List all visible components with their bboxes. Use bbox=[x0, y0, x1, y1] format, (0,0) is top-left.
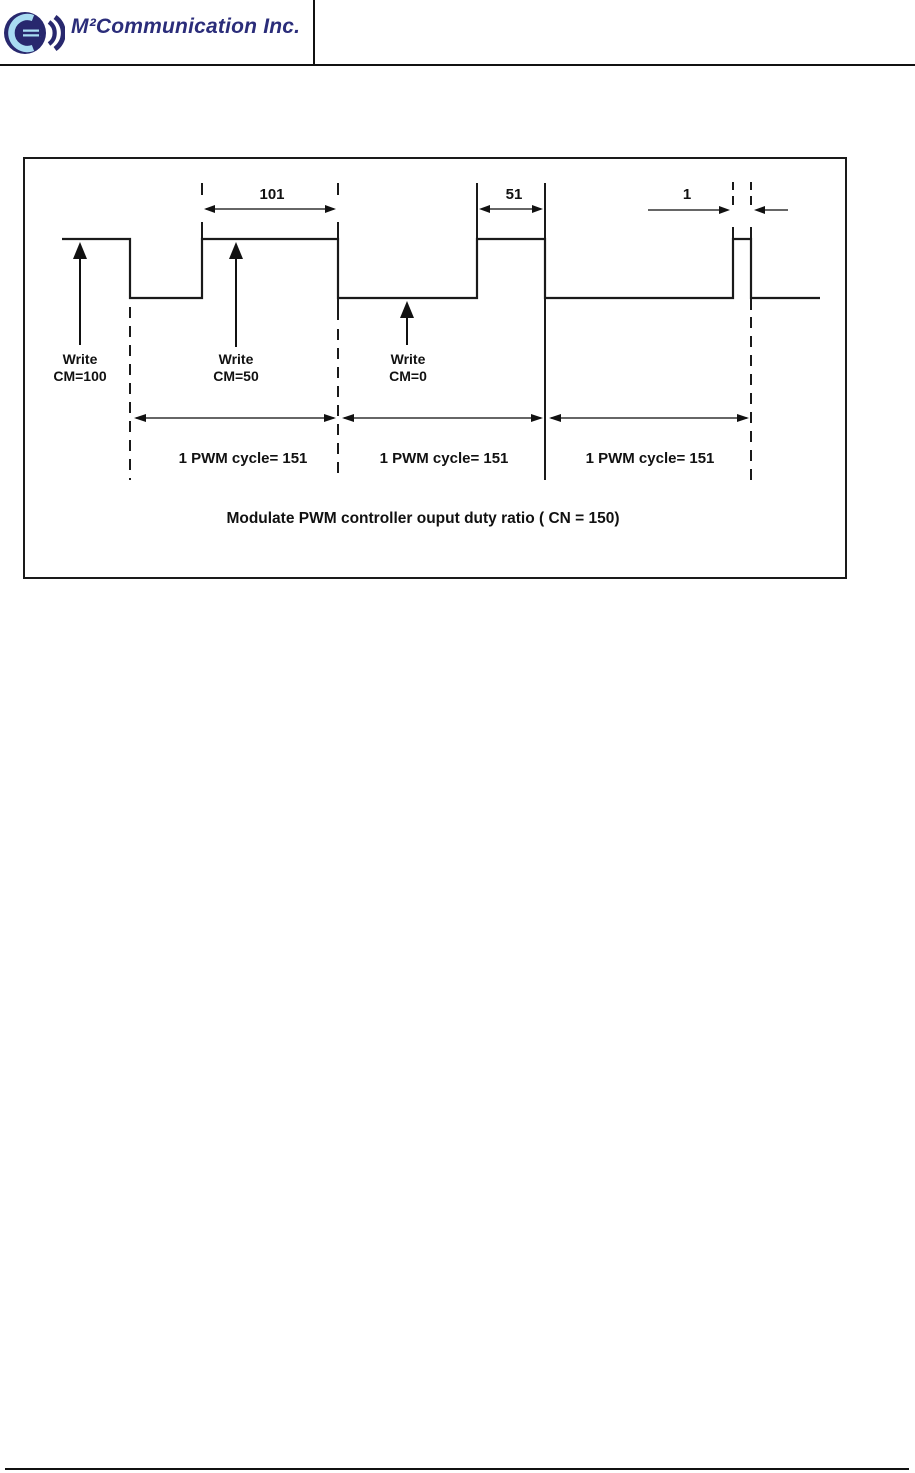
extension-lines bbox=[201, 183, 752, 480]
footer-rule bbox=[5, 1468, 909, 1470]
pulse-width-dimension-arrows bbox=[204, 205, 788, 214]
pwm-waveform bbox=[62, 237, 820, 300]
top-dash-ticks bbox=[201, 182, 752, 205]
pwm-cycle-dimension-arrows bbox=[134, 414, 749, 422]
figure-border-box bbox=[23, 157, 847, 579]
pwm-timing-diagram bbox=[62, 182, 820, 480]
pwm-cycle-label-3: 1 PWM cycle= 151 bbox=[585, 450, 715, 467]
write-cm100-line1: Write bbox=[62, 351, 98, 367]
speaker-waves-logo-icon bbox=[4, 12, 66, 54]
pulse-width-label-51: 51 bbox=[505, 186, 523, 203]
write-cm0-line1: Write bbox=[390, 351, 426, 367]
write-cm0-label: Write CM=0 bbox=[366, 351, 450, 385]
write-pointer-arrows bbox=[73, 242, 414, 347]
write-cm50-line1: Write bbox=[218, 351, 254, 367]
pulse-width-label-101: 101 bbox=[259, 186, 285, 203]
header-rule bbox=[0, 64, 915, 66]
figure-caption: Modulate PWM controller ouput duty ratio… bbox=[226, 510, 620, 527]
header-vertical-divider bbox=[313, 0, 315, 65]
pulse-width-label-1: 1 bbox=[682, 186, 692, 203]
write-cm50-label: Write CM=50 bbox=[194, 351, 278, 385]
pwm-cycle-label-1: 1 PWM cycle= 151 bbox=[178, 450, 308, 467]
company-name: M²Communication Inc. bbox=[71, 15, 301, 38]
write-cm50-line2: CM=50 bbox=[213, 368, 259, 384]
company-logo-icon bbox=[3, 5, 66, 66]
write-cm0-line2: CM=0 bbox=[389, 368, 427, 384]
dashed-reference-lines bbox=[129, 307, 752, 480]
write-cm100-label: Write CM=100 bbox=[38, 351, 122, 385]
write-cm100-line2: CM=100 bbox=[53, 368, 107, 384]
pwm-cycle-label-2: 1 PWM cycle= 151 bbox=[379, 450, 509, 467]
